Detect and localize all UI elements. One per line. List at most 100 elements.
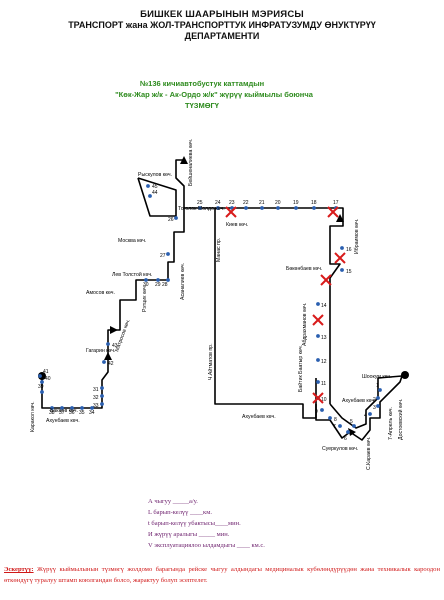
stop-marker xyxy=(198,206,202,210)
street-label: Ахунбаев көч. xyxy=(242,414,276,420)
street-label: Ахунбаев көч. xyxy=(46,418,80,424)
route-line-loop xyxy=(137,177,177,217)
stop-marker xyxy=(148,194,152,198)
street-label: Ч.Айтматов пр. xyxy=(207,343,214,380)
route-line-southeast-b xyxy=(329,375,403,429)
stop-marker xyxy=(70,406,74,410)
note-text: Жүрүү кыймылынын түзмөгү жолдомо барагын… xyxy=(4,566,440,584)
stop-number: 10 xyxy=(321,397,327,403)
stop-marker xyxy=(316,358,320,362)
route-line-main xyxy=(41,207,317,419)
stop-marker xyxy=(38,374,42,378)
stop-marker xyxy=(340,246,344,250)
legend: А чыгуу _____а/у. L барып-келүү ____км. … xyxy=(148,496,265,551)
street-label: Бөкөнбаев көч. xyxy=(286,266,322,272)
street-label: Байтик Баатыр көч. xyxy=(297,345,304,392)
stop-marker xyxy=(346,430,350,434)
stop-number: 27 xyxy=(160,253,166,259)
stop-number: 37 xyxy=(59,410,65,416)
closed-stops-layer xyxy=(225,206,346,404)
stop-number: 40 xyxy=(45,376,51,382)
terminal-east xyxy=(401,371,409,379)
stop-number: 14 xyxy=(321,303,327,309)
street-label: Ахунбаев көч. xyxy=(342,398,376,404)
terminal-west xyxy=(38,372,46,380)
legend-line-1: А чыгуу _____а/у. xyxy=(148,498,198,505)
stop-number: 36 xyxy=(69,410,75,416)
closed-stop-cross-icon xyxy=(327,206,339,218)
stop-number: 2 xyxy=(373,397,376,403)
stop-marker xyxy=(146,184,150,188)
stop-marker xyxy=(312,206,316,210)
street-label: Амосов көч. xyxy=(86,290,115,296)
stop-marker xyxy=(328,416,332,420)
direction-arrows xyxy=(104,156,356,436)
arrow-icon xyxy=(104,352,112,360)
stop-marker xyxy=(316,334,320,338)
stop-number: 21 xyxy=(259,200,265,206)
street-label: Тоголок Молдо көч. xyxy=(178,206,225,212)
note-label: Эскертүү: xyxy=(4,566,34,573)
footnote: Эскертүү: Жүрүү кыймылынын түзмөгү жолдо… xyxy=(4,564,440,586)
stop-marker xyxy=(80,406,84,410)
street-label: Каракол көч. xyxy=(30,401,36,432)
stop-number: 24 xyxy=(215,200,221,206)
arrow-icon xyxy=(110,326,118,334)
stop-number: 15 xyxy=(346,269,352,275)
street-label: Достоевский көч. xyxy=(397,399,404,440)
street-label: Матросов көч. xyxy=(114,318,131,352)
header-line-3: ДЕПАРТАМЕНТИ xyxy=(184,31,260,41)
stop-marker xyxy=(60,406,64,410)
stop-marker xyxy=(40,390,44,394)
stop-number: 20 xyxy=(275,200,281,206)
route-title-line-2: "Көк-Жар ж/к - Ак-Ордо ж/к" жүрүү кыймыл… xyxy=(115,90,313,99)
stop-marker xyxy=(340,268,344,272)
route-title-line-3: ТҮЗМӨГҮ xyxy=(185,101,219,110)
stop-marker xyxy=(376,396,380,400)
stop-marker xyxy=(100,386,104,390)
route-title-line-1: №136 кичиавтобустук каттамдын xyxy=(139,79,265,88)
street-label: Манас пр. xyxy=(216,238,222,262)
stop-number: 41 xyxy=(43,369,49,375)
stop-marker xyxy=(260,206,264,210)
stop-number: 26 xyxy=(168,217,174,223)
street-labels-layer: Рыскулов көч.Бейшеналиева көч.Тоголок Мо… xyxy=(30,139,404,470)
stop-marker xyxy=(352,424,356,428)
stop-marker xyxy=(100,394,104,398)
stop-marker xyxy=(216,206,220,210)
stop-marker xyxy=(100,402,104,406)
header-line-1: БИШКЕК ШААРЫНЫН МЭРИЯСЫ xyxy=(140,9,304,20)
closed-stop-cross-icon xyxy=(320,274,332,286)
stop-marker xyxy=(144,278,148,282)
street-label: Москва көч. xyxy=(118,238,146,244)
stop-number: 18 xyxy=(311,200,317,206)
street-label: Гагарин көч. xyxy=(86,348,115,354)
header-line-2: ТРАНСПОРТ жана ЖОЛ-ТРАНСПОРТТУК ИНФРАТУЗ… xyxy=(68,20,376,30)
stop-marker xyxy=(294,206,298,210)
stop-number: 1 xyxy=(376,383,379,389)
street-label: Рыскулов көч. xyxy=(138,172,172,178)
stop-number: 19 xyxy=(293,200,299,206)
legend-line-3: t барып-келүү убактысы____мин. xyxy=(148,520,241,527)
stop-marker xyxy=(320,408,324,412)
stop-number: 3 xyxy=(373,405,376,411)
stop-number: 35 xyxy=(79,410,85,416)
stop-number: 22 xyxy=(243,200,249,206)
arrow-icon xyxy=(336,214,344,222)
stop-number: 5 xyxy=(350,419,353,425)
stop-number: 32 xyxy=(93,395,99,401)
stop-marker xyxy=(368,412,372,416)
stop-marker xyxy=(244,206,248,210)
stop-number: 28 xyxy=(162,282,168,288)
stop-number: 23 xyxy=(229,200,235,206)
street-label: Асаналиев көч. xyxy=(180,263,186,300)
street-label: С.Караев көч. xyxy=(366,437,372,470)
legend-line-5: V эксплуатациялоо ылдамдыгы ____ км.с. xyxy=(148,542,265,549)
stop-number: 43 xyxy=(112,343,118,349)
arrow-icon xyxy=(348,428,356,436)
stop-marker xyxy=(338,424,342,428)
stop-marker xyxy=(376,404,380,408)
closed-stop-cross-icon xyxy=(312,392,324,404)
street-label: Шоокум көч. xyxy=(362,374,392,380)
